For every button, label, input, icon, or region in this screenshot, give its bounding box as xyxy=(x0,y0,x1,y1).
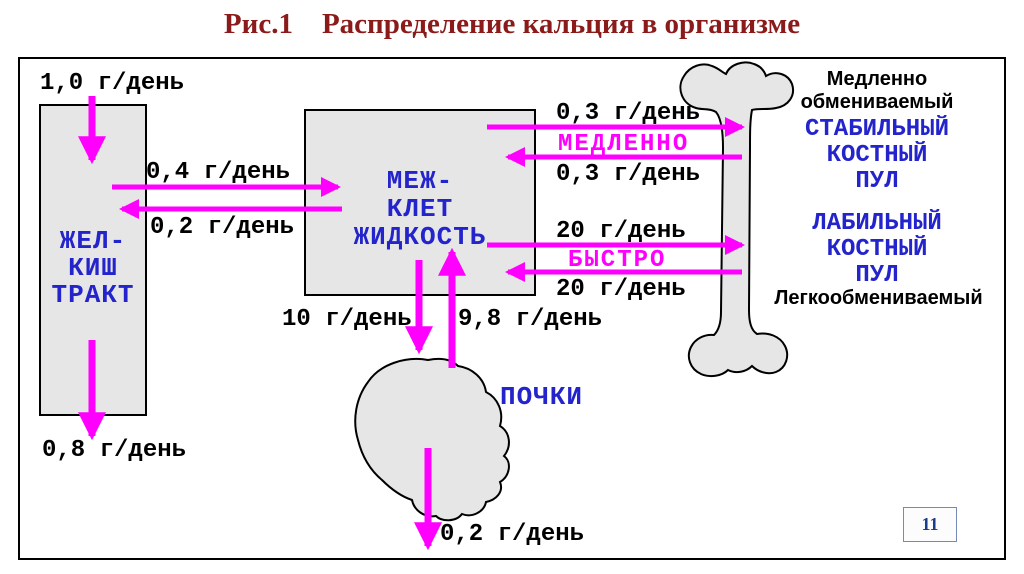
kidney-shape xyxy=(354,357,510,522)
easily-exchanged-label: Легкообмениваемый xyxy=(774,287,983,309)
figure-title: Рис.1 Распределение кальция в организме xyxy=(223,8,801,40)
intake-label: 1,0 г/день xyxy=(40,70,185,97)
labile-to-fluid-label: 20 г/день xyxy=(556,276,686,303)
fluid-to-stable-label: 0,3 г/день xyxy=(556,100,701,127)
bone-shape xyxy=(679,61,794,378)
labile-pool-label: ЛАБИЛЬНЫЙ КОСТНЫЙ ПУЛ xyxy=(812,210,942,289)
fecal-excretion-label: 0,8 г/день xyxy=(42,437,187,464)
page-number-box: 11 xyxy=(903,507,957,542)
slowly-exchanged-label: Медленно обмениваемый xyxy=(800,68,954,113)
urine-excretion-label: 0,2 г/день xyxy=(440,521,585,548)
kidney-to-fluid-label: 9,8 г/день xyxy=(458,306,603,333)
stable-to-fluid-label: 0,3 г/день xyxy=(556,161,701,188)
page-number: 11 xyxy=(921,514,939,534)
gi-tract-label: ЖЕЛ- КИШ ТРАКТ xyxy=(51,226,135,310)
intercellular-fluid-box xyxy=(304,109,536,296)
gi-to-fluid-label: 0,4 г/день xyxy=(146,159,291,186)
kidneys-label: ПОЧКИ xyxy=(500,382,584,412)
fluid-to-labile-label: 20 г/день xyxy=(556,218,686,245)
fluid-to-kidney-label: 10 г/день xyxy=(282,306,412,333)
stable-pool-label: СТАБИЛЬНЫЙ КОСТНЫЙ ПУЛ xyxy=(804,116,950,195)
slow-mode-label: МЕДЛЕННО xyxy=(558,131,690,158)
fluid-to-gi-label: 0,2 г/день xyxy=(150,214,295,241)
fast-mode-label: БЫСТРО xyxy=(568,247,667,274)
intercellular-fluid-label: МЕЖ- КЛЕТ ЖИДКОСТЬ xyxy=(353,166,487,252)
